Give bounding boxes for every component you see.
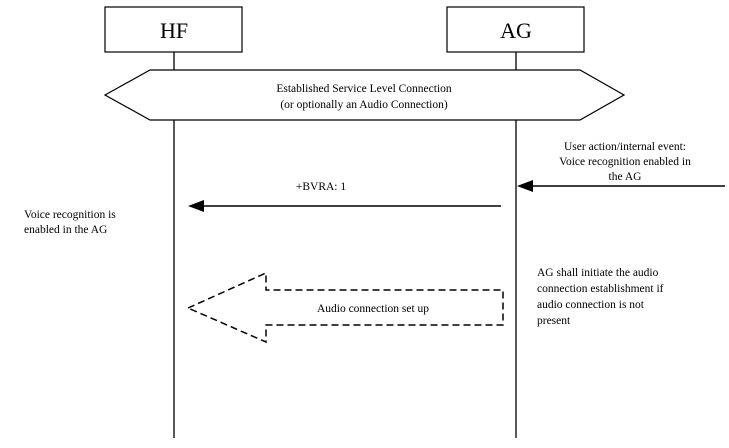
bvra-message-arrow: +BVRA: 1: [188, 181, 501, 212]
bvra-message-label: +BVRA: 1: [296, 181, 347, 193]
ag-audio-note-line3: audio connection is not: [537, 299, 645, 311]
established-connection-box: Established Service Level Connection (or…: [103, 69, 626, 121]
audio-setup-label: Audio connection set up: [317, 303, 429, 315]
hf-entity-box: HF: [104, 6, 243, 53]
hf-note-line1: Voice recognition is: [24, 209, 116, 221]
hf-note: Voice recognition is enabled in the AG: [24, 209, 116, 236]
ag-audio-note-line4: present: [537, 315, 571, 327]
hf-note-line2: enabled in the AG: [24, 224, 107, 236]
ag-entity-box: AG: [446, 6, 585, 53]
audio-setup-arrow: Audio connection set up: [186, 271, 504, 344]
arrow-head-icon: [517, 180, 533, 192]
ag-entity-label: AG: [500, 18, 532, 43]
hf-entity-label: HF: [160, 18, 188, 43]
connection-label-line2: (or optionally an Audio Connection): [280, 99, 448, 111]
ag-audio-note-line1: AG shall initiate the audio: [537, 267, 659, 279]
ag-trigger-note: User action/internal event: Voice recogn…: [559, 141, 691, 183]
external-trigger-arrow: [517, 180, 725, 192]
ag-audio-note: AG shall initiate the audio connection e…: [537, 267, 664, 327]
connection-label-line1: Established Service Level Connection: [276, 83, 452, 95]
arrow-head-icon: [188, 200, 204, 212]
ag-trigger-note-line1: User action/internal event:: [564, 141, 686, 153]
ag-audio-note-line2: connection establishment if: [537, 283, 664, 295]
ag-trigger-note-line2: Voice recognition enabled in: [559, 156, 691, 168]
ag-trigger-note-line3: the AG: [609, 171, 642, 183]
